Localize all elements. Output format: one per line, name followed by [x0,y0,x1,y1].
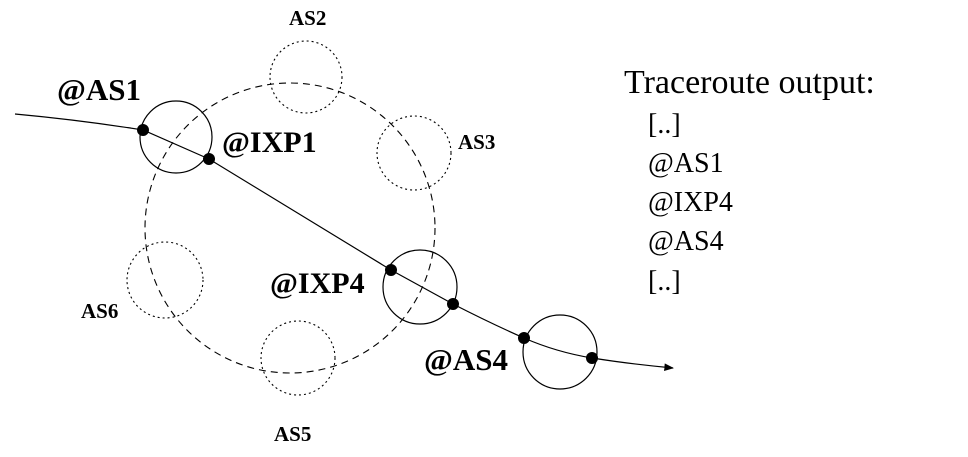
label-as4: @AS4 [424,342,508,377]
label-as6: AS6 [81,299,118,323]
traceroute-line: @AS1 [648,148,724,179]
hop-dot-ixp4-out [447,298,459,310]
as1-circle [139,100,213,174]
traceroute-line: [..] [648,266,681,297]
traceroute-title: Traceroute output: [624,64,875,101]
as2-circle [269,40,343,114]
label-as2: AS2 [289,6,326,30]
ixp4-circle [382,249,458,325]
traceroute-line: @AS4 [648,226,724,257]
label-ixp4: @IXP4 [270,267,365,300]
as6-circle [126,241,204,319]
hop-dot-ixp4-in [385,264,397,276]
traceroute-line: [..] [648,109,681,140]
label-ixp1: @IXP1 [222,126,317,159]
hop-dot-as1 [137,124,149,136]
as4-circle [522,314,598,390]
hop-dot-as4-in [518,332,530,344]
ixp-ring [144,82,436,374]
hop-dot-ixp1 [203,153,215,165]
traceroute-line: @IXP4 [648,187,733,218]
traceroute-path [14,113,674,372]
as5-circle [260,320,336,396]
label-as5: AS5 [274,422,311,446]
hop-dot-as4-out [586,352,598,364]
label-as1: @AS1 [57,72,141,107]
as3-circle [376,115,452,191]
label-as3: AS3 [458,130,495,154]
